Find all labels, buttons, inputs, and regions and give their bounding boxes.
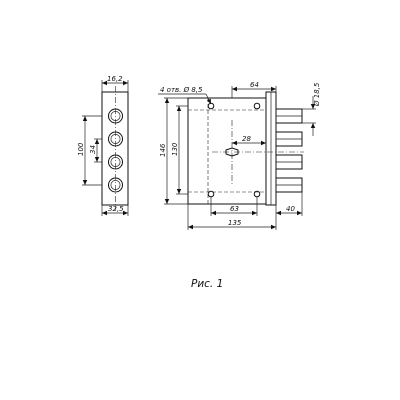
holes-note: 4 отв. Ø 8,5 (160, 86, 203, 94)
dim-width-top: 16,2 (107, 75, 123, 83)
front-view: 16,2 100 34 32,5 (77, 75, 129, 216)
dim-body-width: 135 (228, 219, 242, 227)
lock-body-outline (187, 97, 267, 205)
side-view: 4 отв. Ø 8,5 64 Ø 18,5 146 130 28 63 (158, 81, 321, 230)
dim-top-offset: 64 (250, 81, 259, 89)
mounting-hole (253, 190, 261, 198)
leader-line (205, 93, 212, 105)
figure-caption: Рис. 1 (191, 278, 223, 290)
mounting-hole (253, 102, 261, 110)
dim-height-inner: 130 (171, 142, 179, 156)
faceplate-outline (101, 91, 129, 206)
locking-bolts (275, 108, 303, 193)
dim-pitch: 34 (89, 145, 97, 154)
mounting-holes (207, 102, 261, 198)
mounting-hole (207, 102, 215, 110)
dim-hole-spacing: 63 (230, 205, 239, 213)
dim-height-total: 100 (77, 142, 85, 156)
cylinder-slot (225, 147, 239, 157)
dim-bolt-diameter: Ø 18,5 (313, 82, 321, 107)
dim-center-offset: 28 (242, 135, 251, 143)
dim-bolt-protrusion: 40 (286, 205, 295, 213)
dim-width-bottom: 32,5 (108, 205, 124, 213)
dim-height-outer: 146 (159, 143, 167, 157)
mounting-hole (207, 190, 215, 198)
